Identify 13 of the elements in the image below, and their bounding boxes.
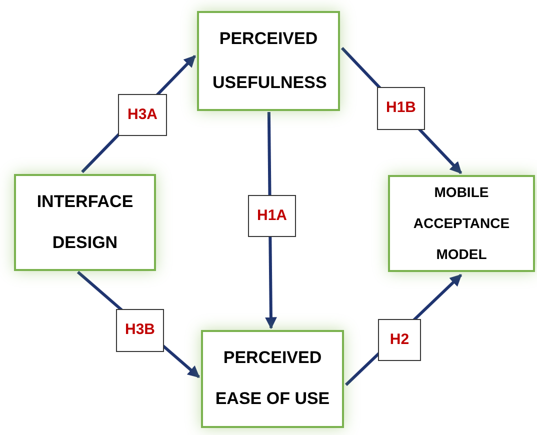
concept-box	[14, 174, 156, 271]
concept-label: INTERFACE DESIGN	[36, 190, 134, 254]
concept-label: PERCEIVED USEFULNESS	[212, 28, 324, 94]
concept-box	[197, 11, 340, 111]
hypothesis-label: H3A	[118, 94, 167, 136]
concept-box	[201, 330, 344, 428]
concept-label: PERCEIVED EASE OF USE	[214, 347, 331, 410]
concept-label: MOBILE ACCEPTANCE MODEL	[412, 183, 511, 264]
hypothesis-label: H1B	[377, 87, 425, 130]
hypothesis-label: H2	[378, 319, 421, 361]
concept-box	[388, 175, 535, 272]
hypothesis-label: H3B	[116, 309, 164, 352]
hypothesis-label: H1A	[248, 195, 296, 237]
